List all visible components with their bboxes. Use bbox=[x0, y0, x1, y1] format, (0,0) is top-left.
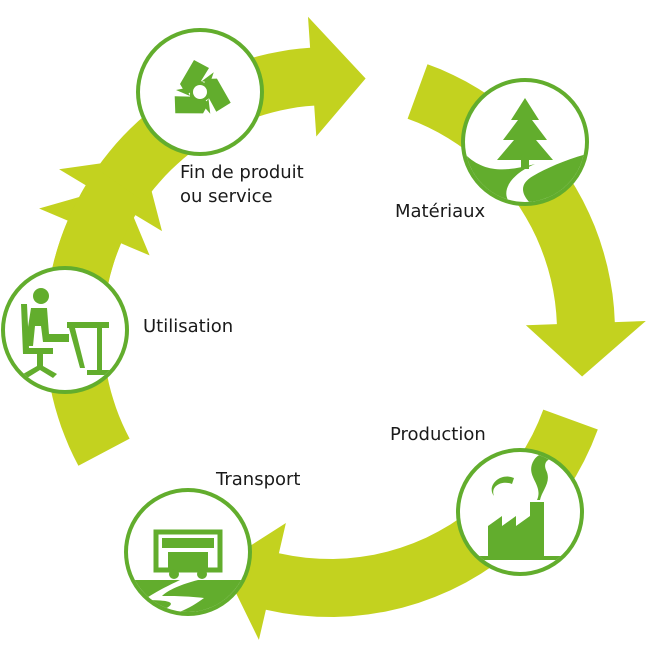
stage-use bbox=[1, 266, 129, 394]
stage-production bbox=[456, 448, 584, 576]
label-use: Utilisation bbox=[143, 316, 234, 337]
label-materials: Matériaux bbox=[395, 201, 486, 222]
use-circle bbox=[1, 266, 129, 394]
tree-icon bbox=[465, 98, 585, 202]
factory-icon bbox=[474, 453, 566, 560]
label-transport: Transport bbox=[216, 469, 301, 490]
stage-transport bbox=[124, 488, 252, 616]
label-production: Production bbox=[390, 424, 486, 445]
stage-end-of-life bbox=[136, 28, 264, 156]
recycle-icon bbox=[174, 60, 231, 114]
stage-materials bbox=[461, 78, 589, 206]
stage-nodes bbox=[1, 28, 589, 616]
office-desk-icon bbox=[21, 288, 113, 378]
arrow-production-to-transport bbox=[221, 409, 598, 640]
label-end-of-life: Fin de produit ou service bbox=[180, 162, 304, 207]
